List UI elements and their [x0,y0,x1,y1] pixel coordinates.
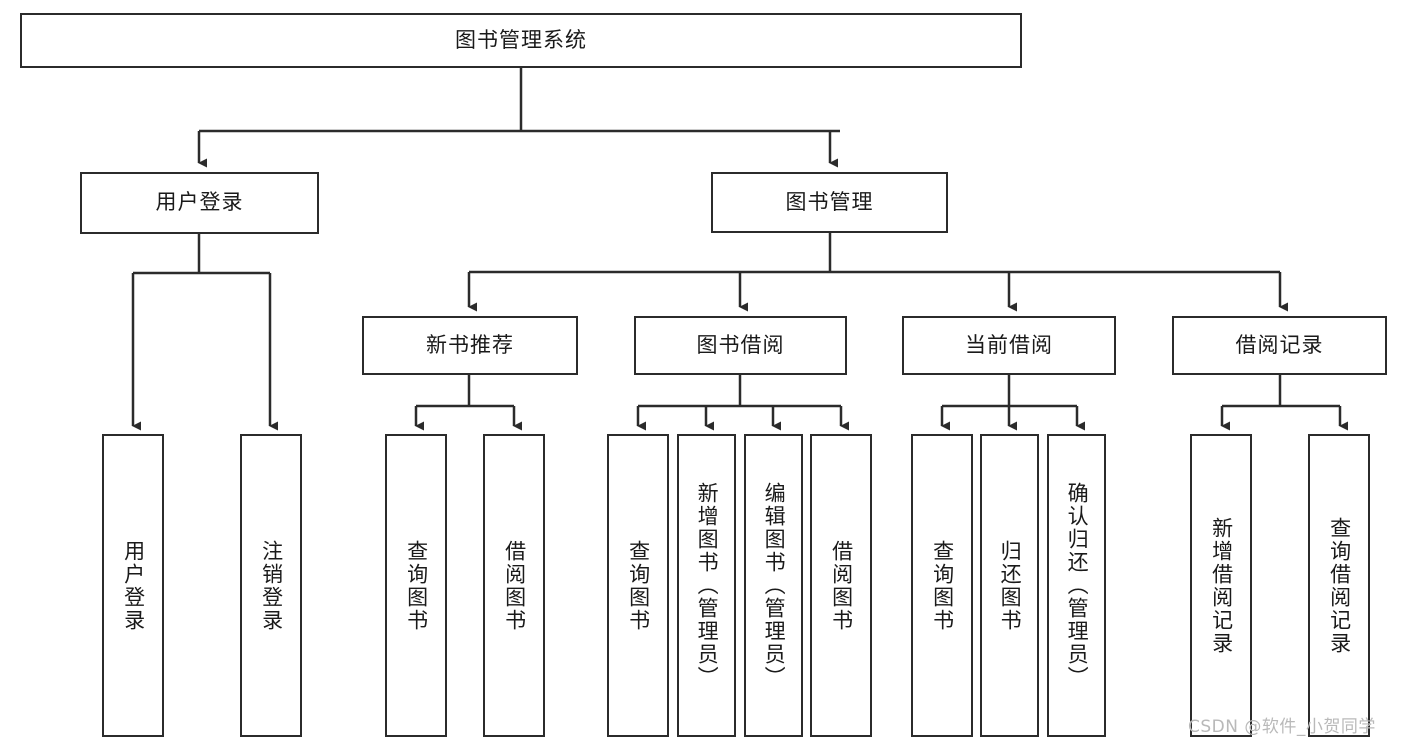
leaf-user-login[interactable]: 用户登录 [102,434,164,737]
leaf-query-book-current-label: 查询图书 [930,539,955,632]
leaf-query-book-borrow-label: 查询图书 [626,539,651,632]
node-book-borrow-label: 图书借阅 [696,332,785,357]
leaf-query-book-current[interactable]: 查询图书 [911,434,973,737]
node-root-label: 图书管理系统 [455,27,587,52]
node-book-management-label: 图书管理 [785,189,874,214]
node-borrow-record[interactable]: 借阅记录 [1172,316,1387,375]
leaf-query-book-recommend-label: 查询图书 [404,539,429,632]
leaf-return-book[interactable]: 归还图书 [980,434,1039,737]
node-new-book-recommend[interactable]: 新书推荐 [362,316,578,375]
leaf-query-borrow-record[interactable]: 查询借阅记录 [1308,434,1370,737]
leaf-confirm-return-admin[interactable]: 确认归还（管理员） [1047,434,1106,737]
leaf-borrow-book-label: 借阅图书 [829,539,854,632]
leaf-add-borrow-record-label: 新增借阅记录 [1209,516,1234,655]
leaf-user-login-label: 用户登录 [121,539,146,632]
node-new-book-recommend-label: 新书推荐 [426,332,514,357]
leaf-borrow-book-recommend-label: 借阅图书 [502,539,527,632]
node-user-login-label: 用户登录 [155,190,244,215]
node-book-borrow[interactable]: 图书借阅 [634,316,847,375]
leaf-borrow-book-recommend[interactable]: 借阅图书 [483,434,545,737]
leaf-edit-book-admin-label: 编辑图书（管理员） [762,482,787,689]
leaf-logout[interactable]: 注销登录 [240,434,302,737]
node-current-borrow-label: 当前借阅 [965,332,1053,357]
node-user-login[interactable]: 用户登录 [80,172,319,234]
leaf-add-book-admin-label: 新增图书（管理员） [695,482,720,689]
leaf-return-book-label: 归还图书 [998,539,1023,632]
node-book-management[interactable]: 图书管理 [711,172,948,233]
leaf-confirm-return-admin-label: 确认归还（管理员） [1065,482,1090,689]
leaf-query-book-borrow[interactable]: 查询图书 [607,434,669,737]
leaf-borrow-book[interactable]: 借阅图书 [810,434,872,737]
leaf-edit-book-admin[interactable]: 编辑图书（管理员） [744,434,803,737]
node-borrow-record-label: 借阅记录 [1235,332,1324,357]
leaf-logout-label: 注销登录 [259,539,284,632]
node-current-borrow[interactable]: 当前借阅 [902,316,1116,375]
leaf-query-book-recommend[interactable]: 查询图书 [385,434,447,737]
leaf-add-borrow-record[interactable]: 新增借阅记录 [1190,434,1252,737]
csdn-watermark: CSDN @软件_小贺同学 [1188,717,1376,737]
leaf-query-borrow-record-label: 查询借阅记录 [1327,516,1352,655]
leaf-add-book-admin[interactable]: 新增图书（管理员） [677,434,736,737]
node-root[interactable]: 图书管理系统 [20,13,1022,68]
